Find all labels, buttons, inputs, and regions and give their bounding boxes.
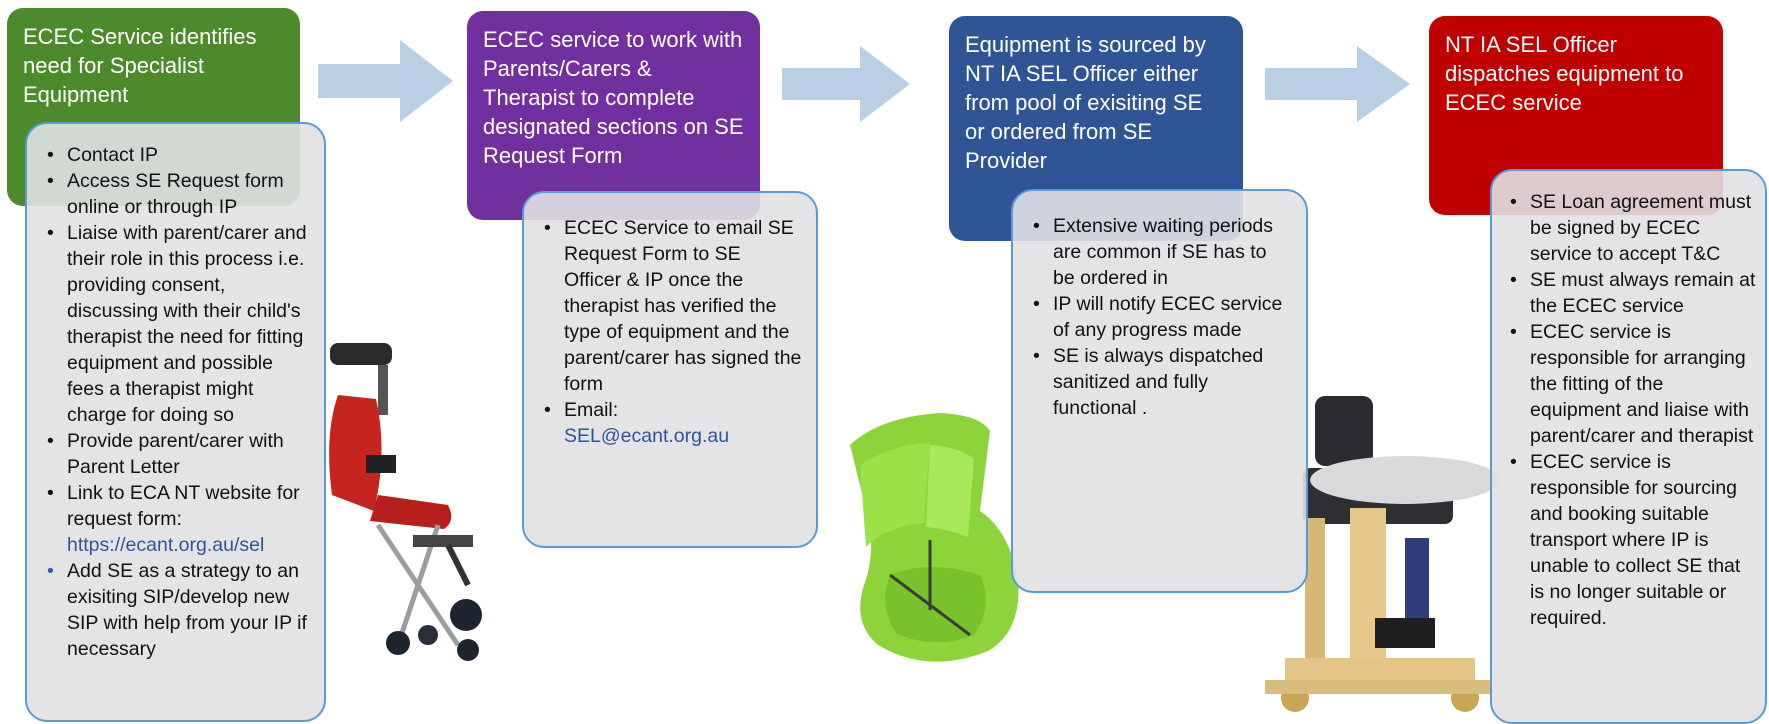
wheelchair-icon <box>329 343 482 661</box>
list-item: SE must always remain at the ECEC servic… <box>1510 267 1757 319</box>
step-1-details: Contact IP Access SE Request form online… <box>25 122 326 722</box>
step-4-title: NT IA SEL Officer dispatches equipment t… <box>1445 32 1684 115</box>
email-link[interactable]: SEL@ecant.org.au <box>564 425 730 447</box>
step-3-bullet-list: Extensive waiting periods are common if … <box>1033 213 1292 421</box>
step-2-title: ECEC service to work with Parents/Carers… <box>483 27 744 168</box>
step-2-details: ECEC Service to email SE Request Form to… <box>522 191 818 548</box>
list-item: Access SE Request form online or through… <box>47 168 310 220</box>
list-item: Add SE as a strategy to an exisiting SIP… <box>47 558 310 662</box>
ecant-link[interactable]: https://ecant.org.au/sel <box>67 534 265 556</box>
step-2-bullet-list: ECEC Service to email SE Request Form to… <box>544 215 802 449</box>
list-item: SE Loan agreement must be signed by ECEC… <box>1510 189 1757 267</box>
step-3-title: Equipment is sourced by NT IA SEL Office… <box>965 32 1206 173</box>
step-2-header: ECEC service to work with Parents/Carers… <box>467 11 760 220</box>
step-1-bullet-list: Contact IP Access SE Request form online… <box>47 142 310 662</box>
email-label: Email: <box>564 399 619 421</box>
list-item: SE is always dispatched sanitized and fu… <box>1033 343 1292 421</box>
arrow-right-icon <box>1265 46 1410 122</box>
list-item: Link to ECA NT website for request form:… <box>47 480 310 558</box>
link-label: Link to ECA NT website for request form: <box>67 482 300 530</box>
step-4-bullet-list: SE Loan agreement must be signed by ECEC… <box>1510 189 1757 631</box>
list-item: Contact IP <box>47 142 310 168</box>
stander-icon <box>1265 396 1500 712</box>
list-item: IP will notify ECEC service of any progr… <box>1033 291 1292 343</box>
step-1-title: ECEC Service identifies need for Special… <box>23 24 257 107</box>
arrow-right-icon <box>782 46 910 122</box>
list-item: ECEC service is responsible for arrangin… <box>1510 319 1757 449</box>
arrow-right-icon <box>318 40 453 122</box>
list-item: Extensive waiting periods are common if … <box>1033 213 1292 291</box>
list-item: ECEC Service to email SE Request Form to… <box>544 215 802 397</box>
step-4-details: SE Loan agreement must be signed by ECEC… <box>1490 169 1767 724</box>
list-item: ECEC service is responsible for sourcing… <box>1510 449 1757 631</box>
list-item: Liaise with parent/carer and their role … <box>47 220 310 428</box>
list-item: Provide parent/carer with Parent Letter <box>47 428 310 480</box>
seat-insert-icon <box>850 413 1019 662</box>
step-3-details: Extensive waiting periods are common if … <box>1011 189 1308 593</box>
list-item: Email: SEL@ecant.org.au <box>544 397 802 449</box>
